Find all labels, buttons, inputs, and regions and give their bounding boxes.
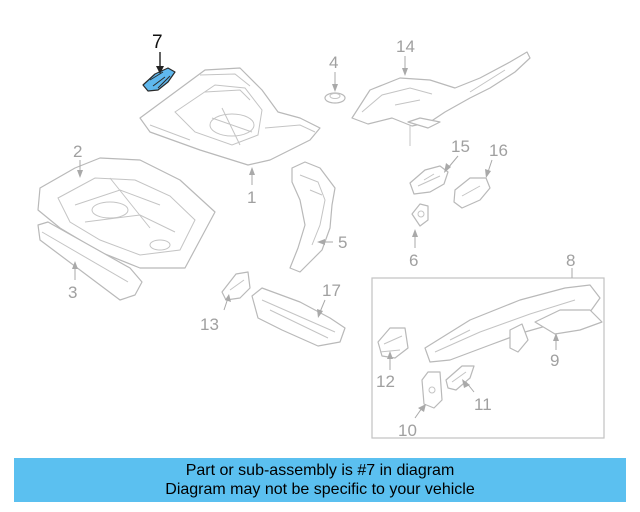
part-17-rail[interactable] xyxy=(251,287,346,347)
part-8-small-bracket[interactable] xyxy=(509,323,529,353)
part-2-floor-pan[interactable] xyxy=(37,157,216,269)
callout-15: 15 xyxy=(451,137,470,156)
part-10-plate[interactable] xyxy=(421,371,443,409)
callout-13: 13 xyxy=(200,315,219,334)
part-13-bracket[interactable] xyxy=(221,271,251,301)
part-1-rear-floor-pan[interactable] xyxy=(139,67,321,166)
part-9-wheelhouse[interactable] xyxy=(534,309,603,335)
callout-17: 17 xyxy=(322,281,341,300)
callout-8: 8 xyxy=(566,251,575,270)
callout-16: 16 xyxy=(489,141,508,160)
part-5-pillar[interactable] xyxy=(289,161,336,273)
callout-3: 3 xyxy=(68,283,77,302)
parts-diagram: 7 1 2 3 4 5 6 8 9 10 11 12 13 14 15 16 1… xyxy=(37,32,605,440)
callout-9: 9 xyxy=(550,351,559,370)
part-4-plug[interactable] xyxy=(324,92,346,104)
part-14-rear-rail[interactable] xyxy=(351,51,531,146)
part-6-clip[interactable] xyxy=(411,203,429,227)
part-7-bracket-highlighted[interactable] xyxy=(142,67,176,92)
callout-1: 1 xyxy=(247,188,256,207)
callout-7: 7 xyxy=(152,32,163,53)
callout-14: 14 xyxy=(396,37,415,56)
part-16-bracket[interactable] xyxy=(453,177,491,209)
callout-10: 10 xyxy=(398,421,417,440)
banner-line-1: Part or sub-assembly is #7 in diagram xyxy=(185,462,455,479)
info-banner: Part or sub-assembly is #7 in diagram Di… xyxy=(14,458,626,502)
callout-12: 12 xyxy=(376,372,395,391)
callout-5: 5 xyxy=(338,233,347,252)
leader-lines xyxy=(72,52,573,419)
callout-4: 4 xyxy=(329,53,338,72)
callout-11: 11 xyxy=(474,395,492,414)
banner-line-2: Diagram may not be specific to your vehi… xyxy=(165,481,475,498)
part-12-block[interactable] xyxy=(377,327,409,359)
part-15-bracket[interactable] xyxy=(409,165,449,195)
callout-6: 6 xyxy=(409,251,418,270)
part-8-assembly-box xyxy=(371,277,605,439)
part-11-bracket[interactable] xyxy=(445,365,475,391)
callout-2: 2 xyxy=(73,142,82,161)
part-3-crossmember[interactable] xyxy=(37,221,143,301)
